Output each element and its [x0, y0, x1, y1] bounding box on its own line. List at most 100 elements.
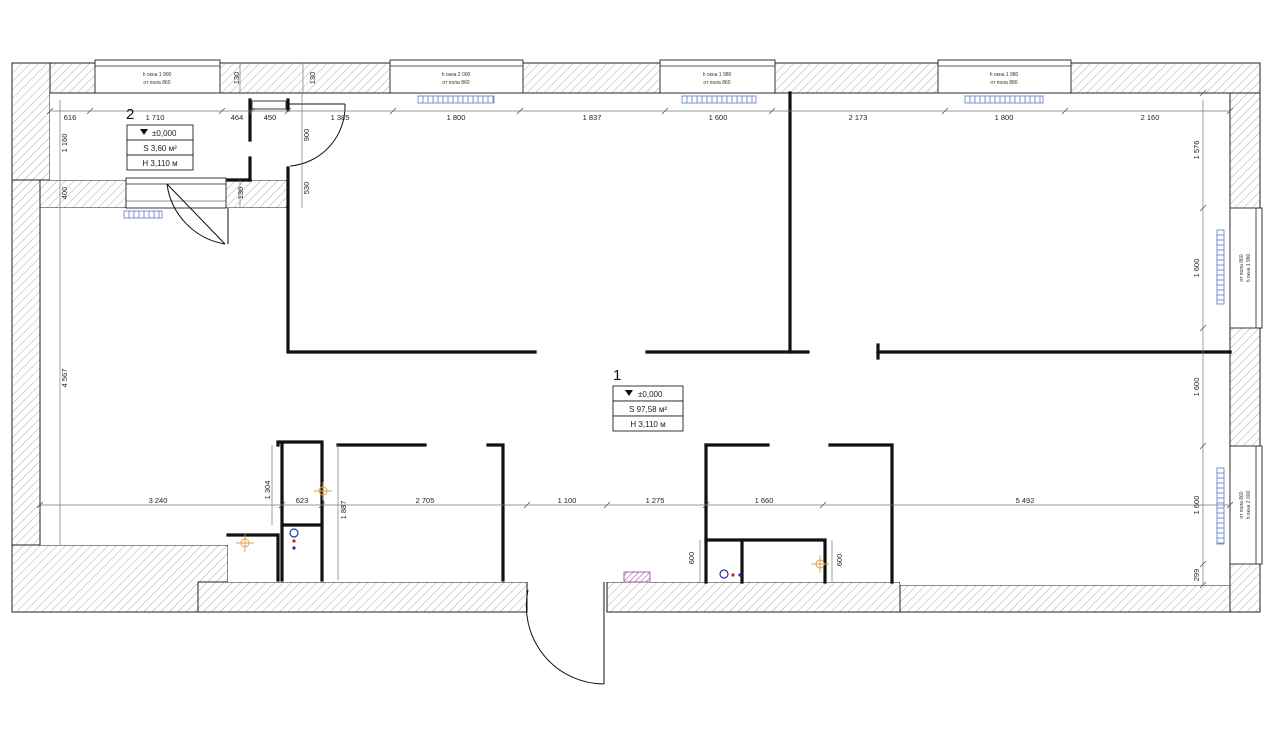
- radiator-4: [1216, 229, 1225, 305]
- dimension-tick: [523, 501, 531, 509]
- dim-text: 1 800: [995, 113, 1014, 122]
- dimension-tick: [1199, 442, 1207, 450]
- window-top-1: h окна 1 900 от пола 860: [94, 59, 221, 94]
- dimension-ticks: [36, 89, 1234, 589]
- dim-text: 1 304: [263, 481, 272, 500]
- partition-lower-mid: [486, 443, 505, 582]
- dim-text: 1 710: [146, 113, 165, 122]
- dimension-tick: [36, 501, 44, 509]
- dim-text: 616: [64, 113, 77, 122]
- vent-grille: [623, 571, 651, 583]
- dims-right: 1 576 1 600 1 600 1 600 299: [1192, 141, 1201, 582]
- window-label: h окна 1 980: [990, 72, 1019, 78]
- dimension-lines: [36, 63, 1234, 589]
- wall-bottom-right: [899, 584, 1231, 613]
- door-room2: [166, 183, 229, 245]
- wall-left-upper: [11, 62, 51, 181]
- dim-text: 464: [231, 113, 244, 122]
- wall-left: [11, 179, 41, 546]
- dim-text: 130: [236, 187, 245, 200]
- dimension-tick: [661, 107, 669, 115]
- fixtures: [236, 482, 829, 583]
- dim-text: 530: [302, 182, 311, 195]
- dims-top: 616 1 710 464 450 1 385 1 800 1 837 1 60…: [64, 113, 1160, 122]
- window-label: h окна 2 000: [442, 72, 471, 78]
- dimension-tick: [318, 501, 326, 509]
- dim-text: 400: [60, 187, 69, 200]
- partition-upper-left: [286, 206, 537, 354]
- window-right-2: от пола 860 h окна 2 000: [1229, 445, 1263, 565]
- partition-shaft-left: [280, 443, 322, 582]
- window-right-1: от пола 860 h окна 1 990: [1229, 207, 1263, 329]
- socket-symbol: [236, 534, 254, 552]
- window-label: h окна 1 980: [703, 72, 732, 78]
- dim-text: 299: [1192, 569, 1201, 582]
- dim-text: 1 800: [447, 113, 466, 122]
- wall-bottom-mid: [606, 581, 901, 613]
- room-height: H 3,110 м: [630, 420, 665, 429]
- radiator-1: [417, 95, 495, 104]
- partitions: [226, 91, 1232, 584]
- radiators: [123, 95, 1225, 545]
- dim-text: 1 600: [709, 113, 728, 122]
- dim-text: 1 600: [1192, 259, 1201, 278]
- dim-text: 1 160: [60, 134, 69, 153]
- dimension-tick: [1199, 581, 1207, 589]
- room-level: ±0,000: [638, 390, 663, 399]
- wall-bottom-left-2: [197, 581, 528, 613]
- partition-lower-right: [828, 443, 894, 584]
- dim-text: 5 492: [1016, 496, 1035, 505]
- room-tag-2: 2 ±0,000 S 3,60 м² H 3,110 м: [126, 106, 194, 171]
- radiator-ribs: [128, 96, 1224, 544]
- window-label: от пола 860: [442, 80, 469, 86]
- dimension-tick: [284, 107, 292, 115]
- dimension-tick: [941, 107, 949, 115]
- dim-text: 1 576: [1192, 141, 1201, 160]
- dim-text: 450: [264, 113, 277, 122]
- room-number: 2: [126, 106, 134, 123]
- dimension-tick: [218, 107, 226, 115]
- door-top: [251, 100, 346, 167]
- dimension-tick: [1199, 204, 1207, 212]
- window-label: h окна 2 000: [1246, 490, 1252, 519]
- door-entrance: [525, 582, 608, 685]
- dimension-tick: [1199, 324, 1207, 332]
- partition-upper-mid-v: [788, 91, 810, 354]
- dimension-tick: [1226, 501, 1234, 509]
- window-label: от пола 860: [1239, 491, 1245, 518]
- radiator-2: [681, 95, 757, 104]
- dim-text: 2 160: [1141, 113, 1160, 122]
- window-top-2: h окна 2 000 от пола 860: [389, 59, 524, 94]
- dimension-tick: [1199, 89, 1207, 97]
- wall-bottom-left: [11, 544, 229, 613]
- interior-area: [39, 92, 1231, 585]
- room-area: S 97,58 м²: [629, 405, 667, 414]
- room-number: 1: [613, 367, 621, 384]
- dimension-tick: [603, 501, 611, 509]
- window-label: h окна 1 900: [143, 72, 172, 78]
- room-area: S 3,60 м²: [143, 144, 177, 153]
- dimension-tick: [1061, 107, 1069, 115]
- pipe-riser: [719, 569, 742, 579]
- dim-text: 900: [302, 129, 311, 142]
- dimension-tick: [86, 107, 94, 115]
- dim-text: 1 275: [646, 496, 665, 505]
- window-top-3: h окна 1 980 от пола 860: [659, 59, 776, 94]
- dim-text: 1 660: [755, 496, 774, 505]
- dim-text: 3 240: [149, 496, 168, 505]
- dimension-tick: [278, 501, 286, 509]
- pipe-riser: [289, 528, 299, 550]
- dim-text: 2 705: [416, 496, 435, 505]
- radiator-3: [964, 95, 1044, 104]
- dim-text: 1 385: [331, 113, 350, 122]
- partition-shaft-right: [704, 538, 827, 584]
- doors: [166, 100, 608, 685]
- partition-lower-left: [276, 440, 324, 582]
- socket-symbol: [314, 482, 332, 500]
- dimension-tick: [389, 107, 397, 115]
- dim-text: 1 887: [339, 501, 348, 520]
- dim-text: 1 837: [583, 113, 602, 122]
- window-label: h окна 1 990: [1246, 253, 1252, 282]
- dim-text: 600: [687, 552, 696, 565]
- dimension-tick: [768, 107, 776, 115]
